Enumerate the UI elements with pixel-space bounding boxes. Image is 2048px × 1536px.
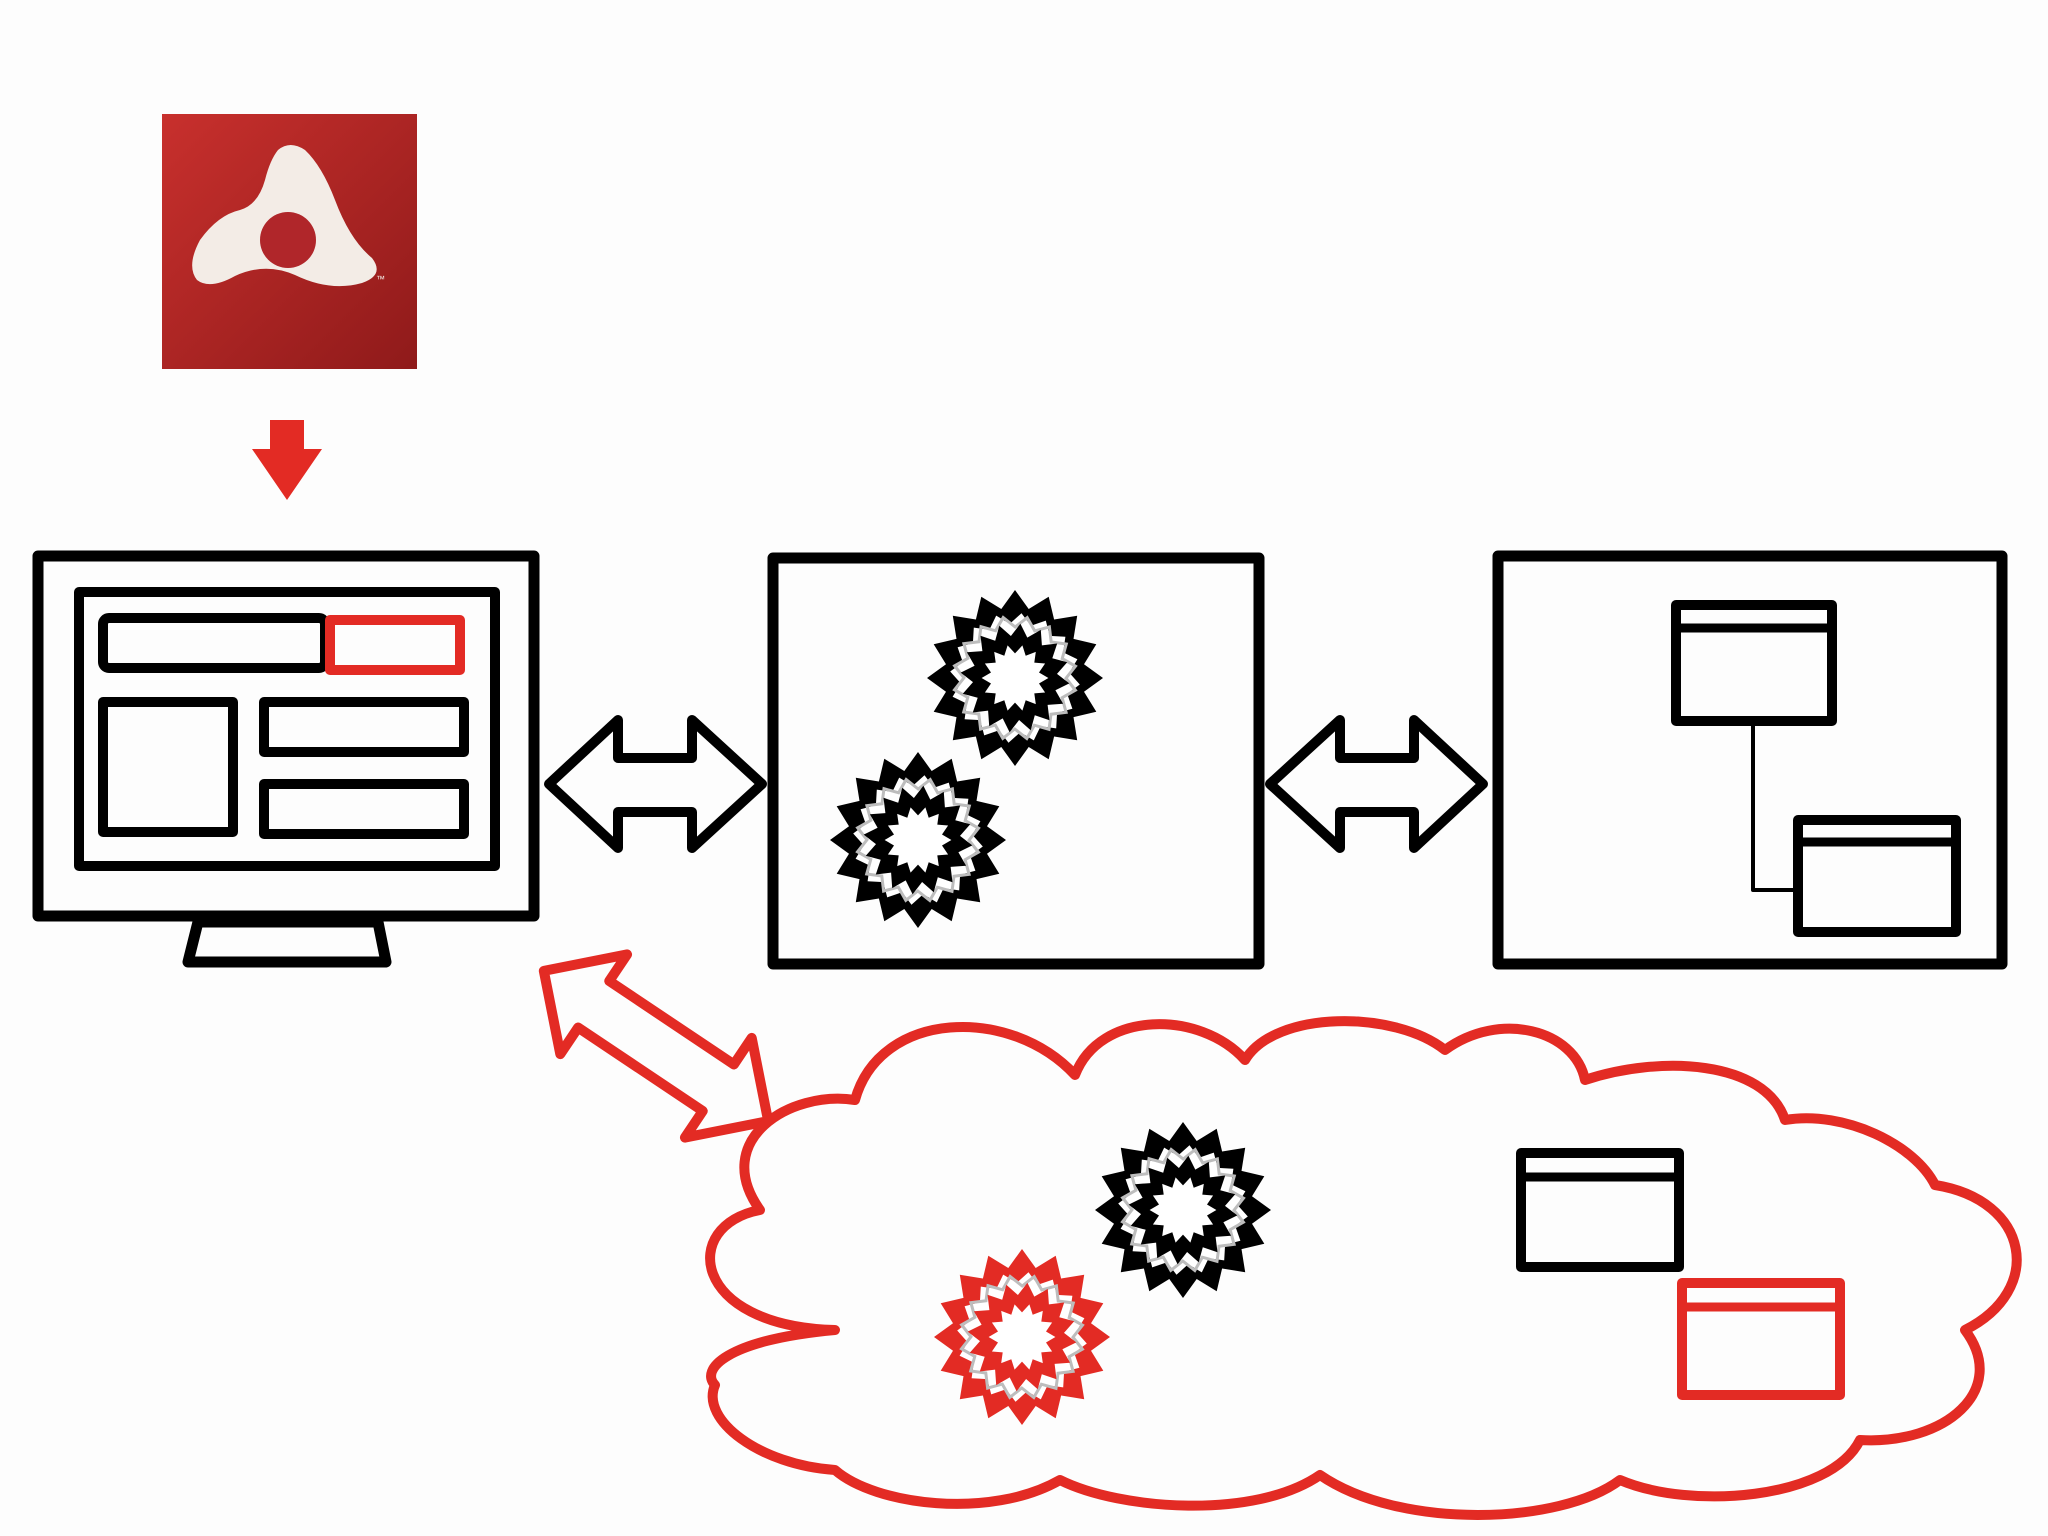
gear-icon [927, 590, 1103, 766]
gear-icon [1095, 1122, 1271, 1298]
gear-icon [830, 752, 1006, 928]
bidirectional-arrow-icon [544, 715, 767, 853]
form-field [98, 613, 330, 673]
air-logo-icon: ™ [162, 114, 417, 369]
form-field-highlight [325, 615, 465, 675]
down-arrow-icon [252, 420, 322, 500]
tables-icon [1516, 1148, 1845, 1400]
database-box [1492, 550, 2008, 970]
monitor-icon [32, 550, 540, 968]
text-line [259, 697, 469, 757]
tables-icon [1671, 600, 1961, 937]
trademark-mark: ™ [376, 274, 385, 284]
gear-icon [934, 1249, 1110, 1425]
image-placeholder [98, 697, 238, 837]
cloud-icon [705, 1016, 2022, 1520]
server-box [767, 552, 1265, 970]
text-line [259, 779, 469, 839]
bidirectional-arrow-icon [1265, 715, 1488, 853]
